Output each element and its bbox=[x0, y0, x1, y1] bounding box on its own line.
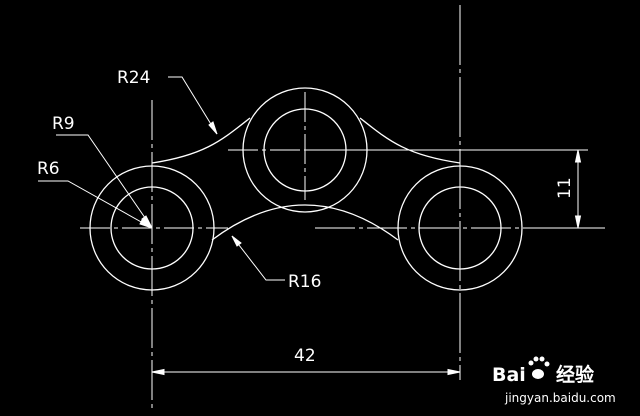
leader-r6-arrow bbox=[139, 219, 153, 229]
arc-upper-left-r24 bbox=[151, 117, 251, 164]
leader-r16-arrow bbox=[231, 235, 242, 247]
leader-lines bbox=[38, 76, 285, 281]
label-r6: R6 bbox=[37, 159, 60, 179]
left-outer-circle bbox=[89, 165, 215, 291]
baidu-watermark: Bai 经验 jingyan.baidu.com bbox=[492, 356, 616, 405]
watermark-brand: Bai bbox=[492, 364, 526, 386]
label-r9: R9 bbox=[52, 114, 75, 134]
leader-r24-arrow bbox=[208, 121, 218, 135]
arc-upper-right bbox=[359, 117, 461, 164]
dim-42-arrow-right bbox=[447, 368, 461, 376]
dimension-lines bbox=[151, 149, 605, 376]
tangent-arcs bbox=[151, 117, 461, 241]
right-outer-circle bbox=[397, 165, 523, 291]
label-42: 42 bbox=[294, 346, 316, 366]
right-inner-circle bbox=[418, 186, 502, 270]
dim-11-arrow-bottom bbox=[574, 215, 582, 229]
left-inner-circle bbox=[110, 186, 194, 270]
dim-42-arrow-left bbox=[151, 368, 165, 376]
leader-r16 bbox=[231, 235, 285, 281]
label-11: 11 bbox=[555, 177, 575, 199]
label-r16: R16 bbox=[288, 272, 321, 292]
watermark-url: jingyan.baidu.com bbox=[504, 391, 616, 405]
leader-r6 bbox=[38, 180, 153, 229]
label-r24: R24 bbox=[117, 68, 150, 88]
watermark-brand-suffix: 经验 bbox=[556, 363, 595, 386]
paw-icon bbox=[528, 356, 550, 379]
arc-lower-r16 bbox=[211, 204, 399, 241]
dim-11-arrow-top bbox=[574, 149, 582, 163]
leader-r9 bbox=[56, 134, 153, 229]
leader-r24 bbox=[168, 76, 218, 135]
